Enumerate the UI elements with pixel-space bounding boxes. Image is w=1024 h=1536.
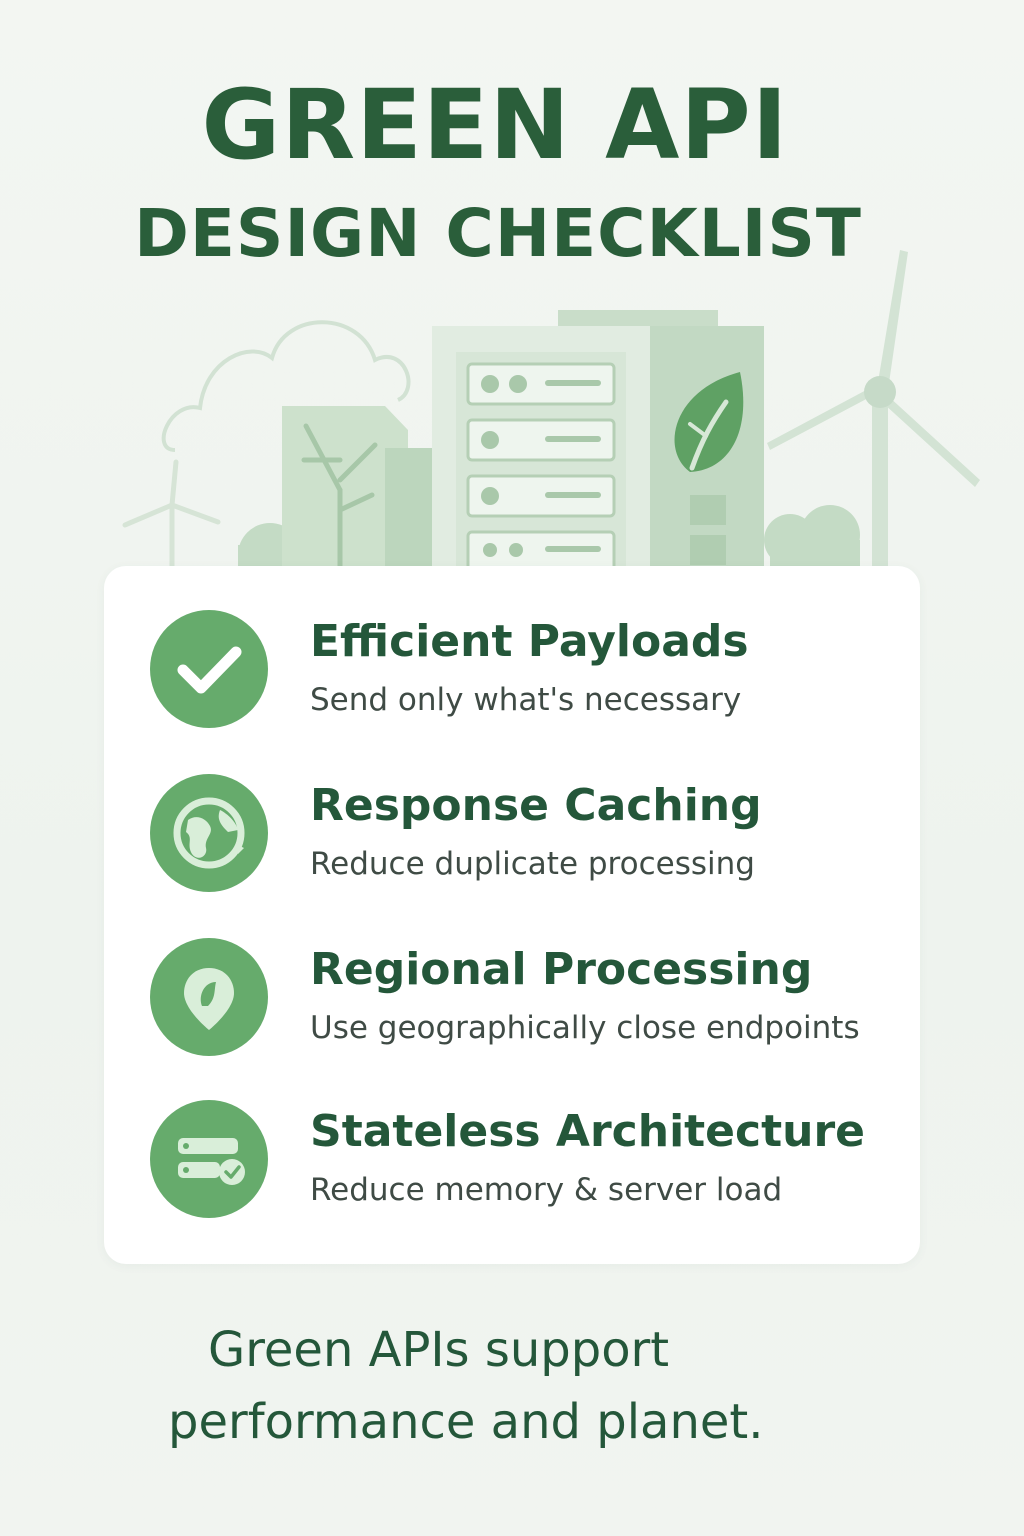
footer-tagline-line1: Green APIs support [208, 1322, 670, 1378]
server-rack-icon [432, 310, 764, 580]
item-title: Stateless Architecture [310, 1106, 866, 1157]
server-check-icon [150, 1100, 268, 1218]
item-description: Reduce duplicate processing [310, 846, 755, 882]
plant-building-icon [282, 406, 435, 580]
item-title: Response Caching [310, 780, 762, 831]
location-pin-icon [150, 938, 268, 1056]
footer-tagline-line2: performance and planet. [168, 1394, 764, 1450]
page-title: GREEN API [201, 69, 789, 181]
checklist-item: Efficient Payloads Send only what's nece… [104, 610, 934, 740]
item-description: Reduce memory & server load [310, 1172, 783, 1208]
leaf-icon [674, 372, 744, 472]
wind-turbine-icon [767, 250, 980, 580]
checklist-card: Efficient Payloads Send only what's nece… [104, 566, 920, 1264]
checklist-item: Regional Processing Use geographically c… [104, 938, 934, 1068]
wind-turbine-icon [122, 459, 221, 573]
checklist-item: Response Caching Reduce duplicate proces… [104, 774, 934, 904]
item-title: Regional Processing [310, 944, 813, 995]
cloud-icon [161, 320, 411, 452]
checkmark-icon [150, 610, 268, 728]
page-subtitle: DESIGN CHECKLIST [134, 195, 862, 272]
item-description: Send only what's necessary [310, 682, 742, 718]
hero-illustration [122, 250, 980, 580]
checklist-item: Stateless Architecture Reduce memory & s… [104, 1100, 934, 1230]
item-description: Use geographically close endpoints [310, 1010, 860, 1046]
item-title: Efficient Payloads [310, 616, 749, 667]
globe-icon [150, 774, 268, 892]
